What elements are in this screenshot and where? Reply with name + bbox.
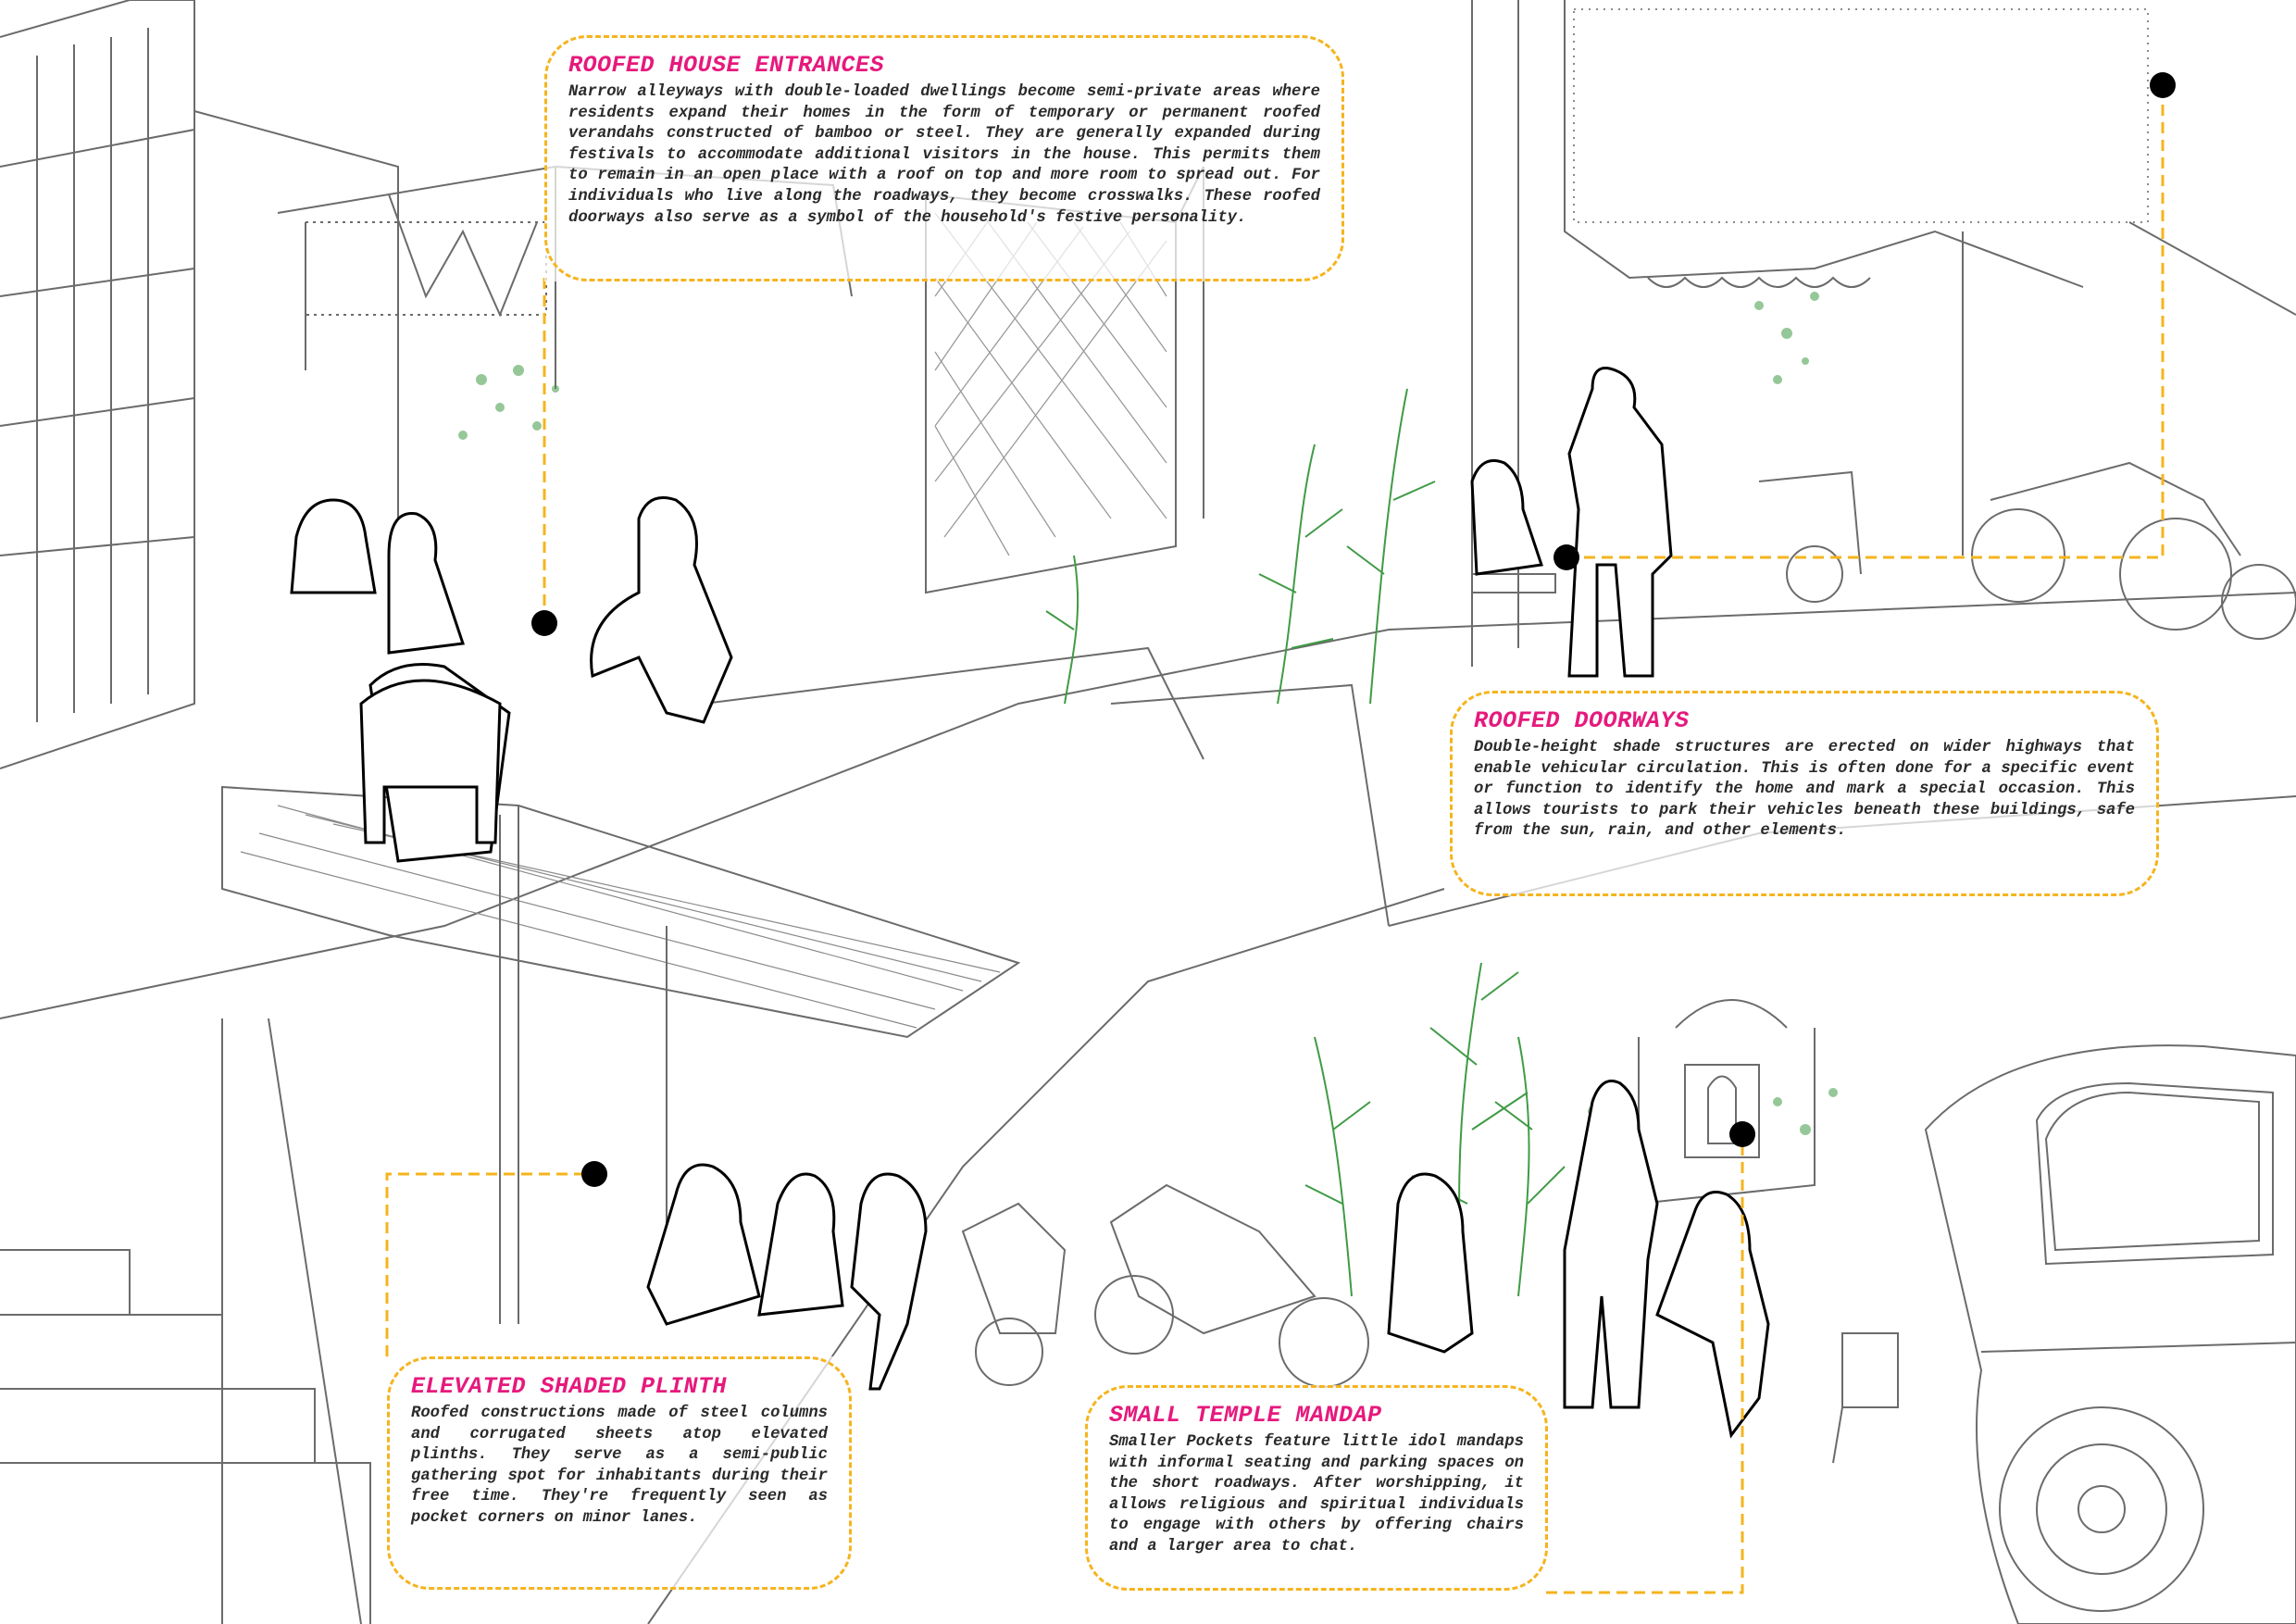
callout-roofed-doorways: ROOFED DOORWAYS Double-height shade stru… [1450,691,2159,896]
marker-elevated-shaded-plinth [581,1161,607,1187]
foliage [458,292,1838,1143]
callout-body: Narrow alleyways with double-loaded dwel… [568,83,1320,227]
steps [0,1018,371,1624]
parked-motorbikes [1758,461,2296,640]
corrugated-roof [221,785,1021,1324]
callout-body: Roofed constructions made of steel colum… [411,1405,828,1527]
figures [290,367,1770,1439]
callout-body: Smaller Pockets feature little idol mand… [1109,1433,1524,1555]
leader-small-temple-mandap [1546,1134,1744,1594]
leader-roofed-doorways [1566,85,2165,559]
chairs-and-stools [1471,573,1899,1464]
callout-title: ROOFED DOORWAYS [1474,707,1690,734]
marker-roofed-house-entrances [531,610,557,636]
marker-roofed-doorways-table [1554,544,1579,570]
callout-small-temple-mandap: SMALL TEMPLE MANDAP Smaller Pockets feat… [1085,1385,1548,1591]
parked-scooters [961,1183,1369,1388]
callout-title: ELEVATED SHADED PLINTH [411,1373,728,1400]
left-building [0,0,399,769]
van [1924,1044,2296,1624]
marker-roofed-doorways-top [2150,72,2176,98]
callout-title: SMALL TEMPLE MANDAP [1109,1402,1382,1429]
callout-body: Double-height shade structures are erect… [1474,739,2135,841]
callout-roofed-house-entrances: ROOFED HOUSE ENTRANCES Narrow alleyways … [544,35,1344,281]
marker-small-temple-mandap [1729,1121,1755,1147]
callout-title: ROOFED HOUSE ENTRANCES [568,52,885,79]
callout-elevated-shaded-plinth: ELEVATED SHADED PLINTH Roofed constructi… [387,1356,852,1590]
leader-elevated-shaded-plinth [385,1172,593,1356]
